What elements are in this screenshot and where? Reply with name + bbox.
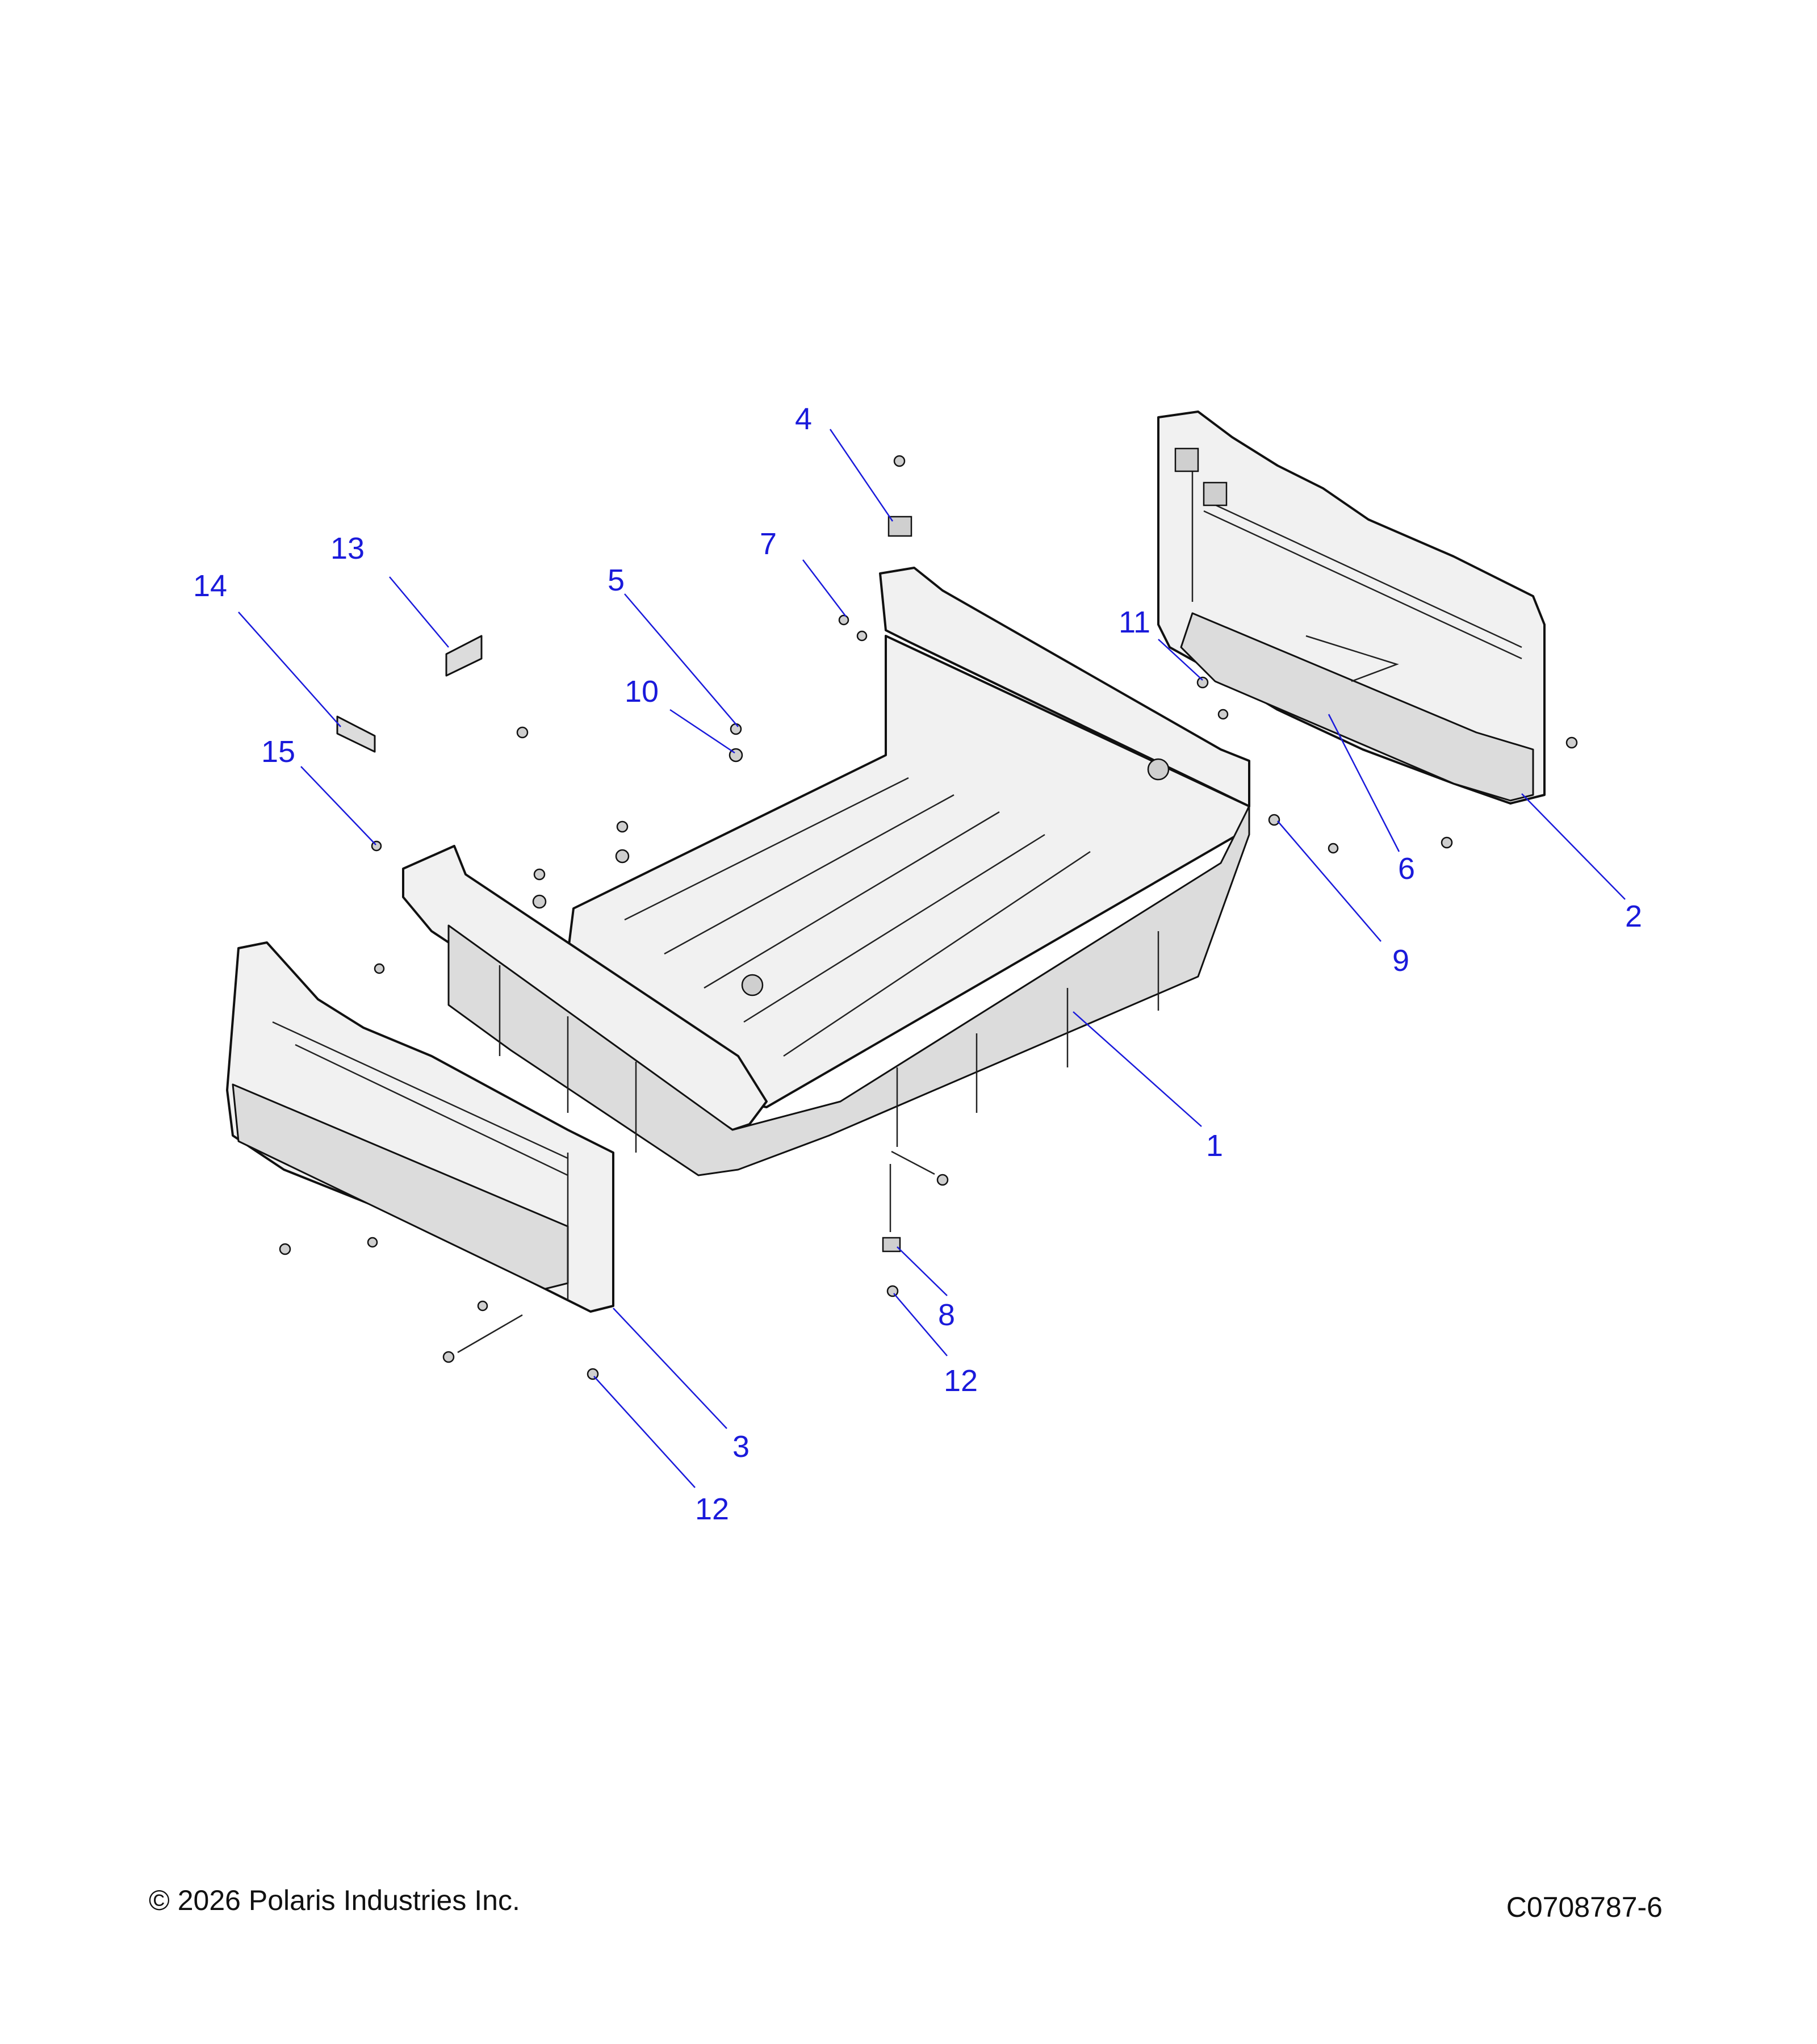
callout-1: 1 xyxy=(1206,1129,1223,1163)
callout-13: 13 xyxy=(330,531,365,566)
decal-14-shape xyxy=(336,715,376,753)
callout-10: 10 xyxy=(625,675,659,709)
callout-9: 9 xyxy=(1392,944,1409,978)
callout-3: 3 xyxy=(732,1430,750,1464)
callout-12-right: 12 xyxy=(944,1364,978,1398)
callout-12-left: 12 xyxy=(695,1492,729,1526)
callout-labels: 1 2 3 4 5 6 7 8 9 10 11 12 12 13 14 15 xyxy=(193,402,1642,1526)
rear-panel-part xyxy=(1157,411,1546,805)
tailgate-part xyxy=(226,941,614,1313)
callout-14: 14 xyxy=(193,569,227,603)
cargo-box-part xyxy=(402,567,1250,1176)
callout-2: 2 xyxy=(1625,899,1642,933)
callout-7: 7 xyxy=(760,527,777,561)
callout-15: 15 xyxy=(261,735,295,769)
copyright-notice: © 2026 Polaris Industries Inc. xyxy=(149,1884,520,1916)
callout-5: 5 xyxy=(608,563,625,597)
callout-6: 6 xyxy=(1398,852,1415,886)
decal-13-shape xyxy=(445,635,483,677)
callout-8: 8 xyxy=(938,1298,955,1332)
callout-11: 11 xyxy=(1119,605,1150,639)
callout-4: 4 xyxy=(795,402,812,436)
drawing-number: C0708787-6 xyxy=(1506,1891,1663,1923)
leader-lines xyxy=(238,429,1626,1488)
